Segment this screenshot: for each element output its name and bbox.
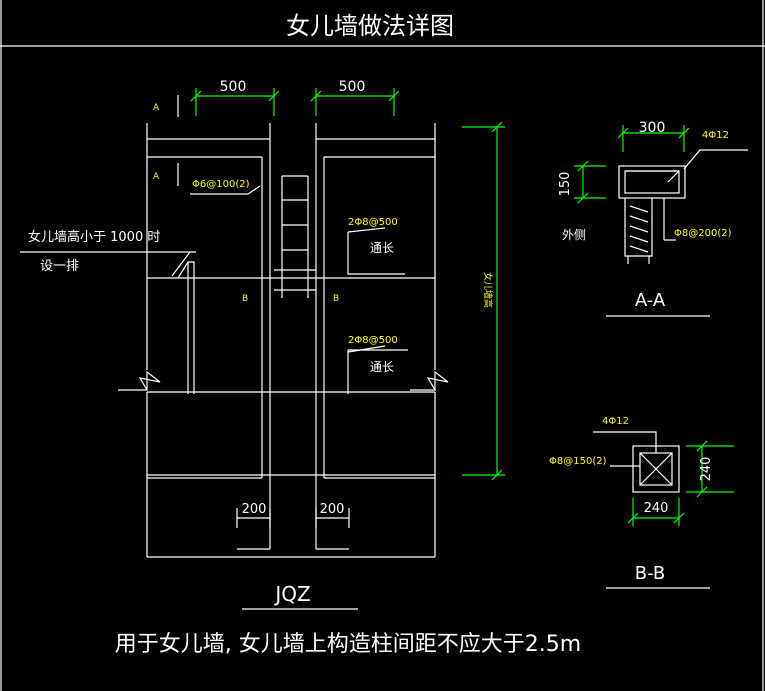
dim-bottom-right: 200 [320, 502, 345, 517]
section-a-label-upper: A [153, 103, 160, 113]
section-b-label-right: B [333, 294, 339, 304]
main-elevation [20, 123, 449, 610]
bar-lower-label: 2Φ8@500 [348, 335, 398, 346]
stirrup-main-label: Φ6@100(2) [192, 179, 250, 190]
tongchang-upper: 通长 [370, 241, 394, 255]
aa-title: A-A [635, 290, 666, 311]
bb-height-dim: 240 [699, 457, 714, 482]
section-b-label-left: B [242, 294, 248, 304]
top-dimensions [190, 88, 400, 116]
aa-stirrup-label: Φ8@200(2) [674, 228, 732, 239]
jqz-label: JQZ [273, 582, 310, 606]
bar-upper-label: 2Φ8@500 [348, 217, 398, 228]
aa-bars-label: 4Φ12 [702, 130, 729, 141]
tongchang-lower: 通长 [370, 360, 394, 374]
note-line-2: 设一排 [40, 259, 79, 274]
bb-stirrup-label: Φ8@150(2) [549, 456, 607, 467]
bb-width-dim: 240 [644, 501, 669, 516]
section-aa [574, 125, 748, 317]
drawing-title: 女儿墙做法详图 [286, 12, 454, 40]
dim-top-left: 500 [220, 79, 247, 95]
aa-height-dim: 150 [558, 172, 573, 197]
aa-outside-label: 外侧 [562, 228, 586, 242]
bottom-dimensions [236, 508, 350, 528]
note-line-1: 女儿墙高小于 1000 时 [28, 229, 160, 245]
bb-title: B-B [635, 563, 666, 584]
bottom-caption: 用于女儿墙, 女儿墙上构造柱间距不应大于2.5m [115, 632, 581, 657]
section-a-label-lower: A [153, 172, 160, 182]
wall-height-label: 女儿墙高 [482, 272, 494, 308]
aa-width-dim: 300 [639, 120, 666, 136]
dim-bottom-left: 200 [242, 502, 267, 517]
section-bb [593, 431, 734, 589]
bb-bars-label: 4Φ12 [602, 416, 629, 427]
wall-height-dimension [462, 121, 505, 481]
dim-top-right: 500 [339, 79, 366, 95]
